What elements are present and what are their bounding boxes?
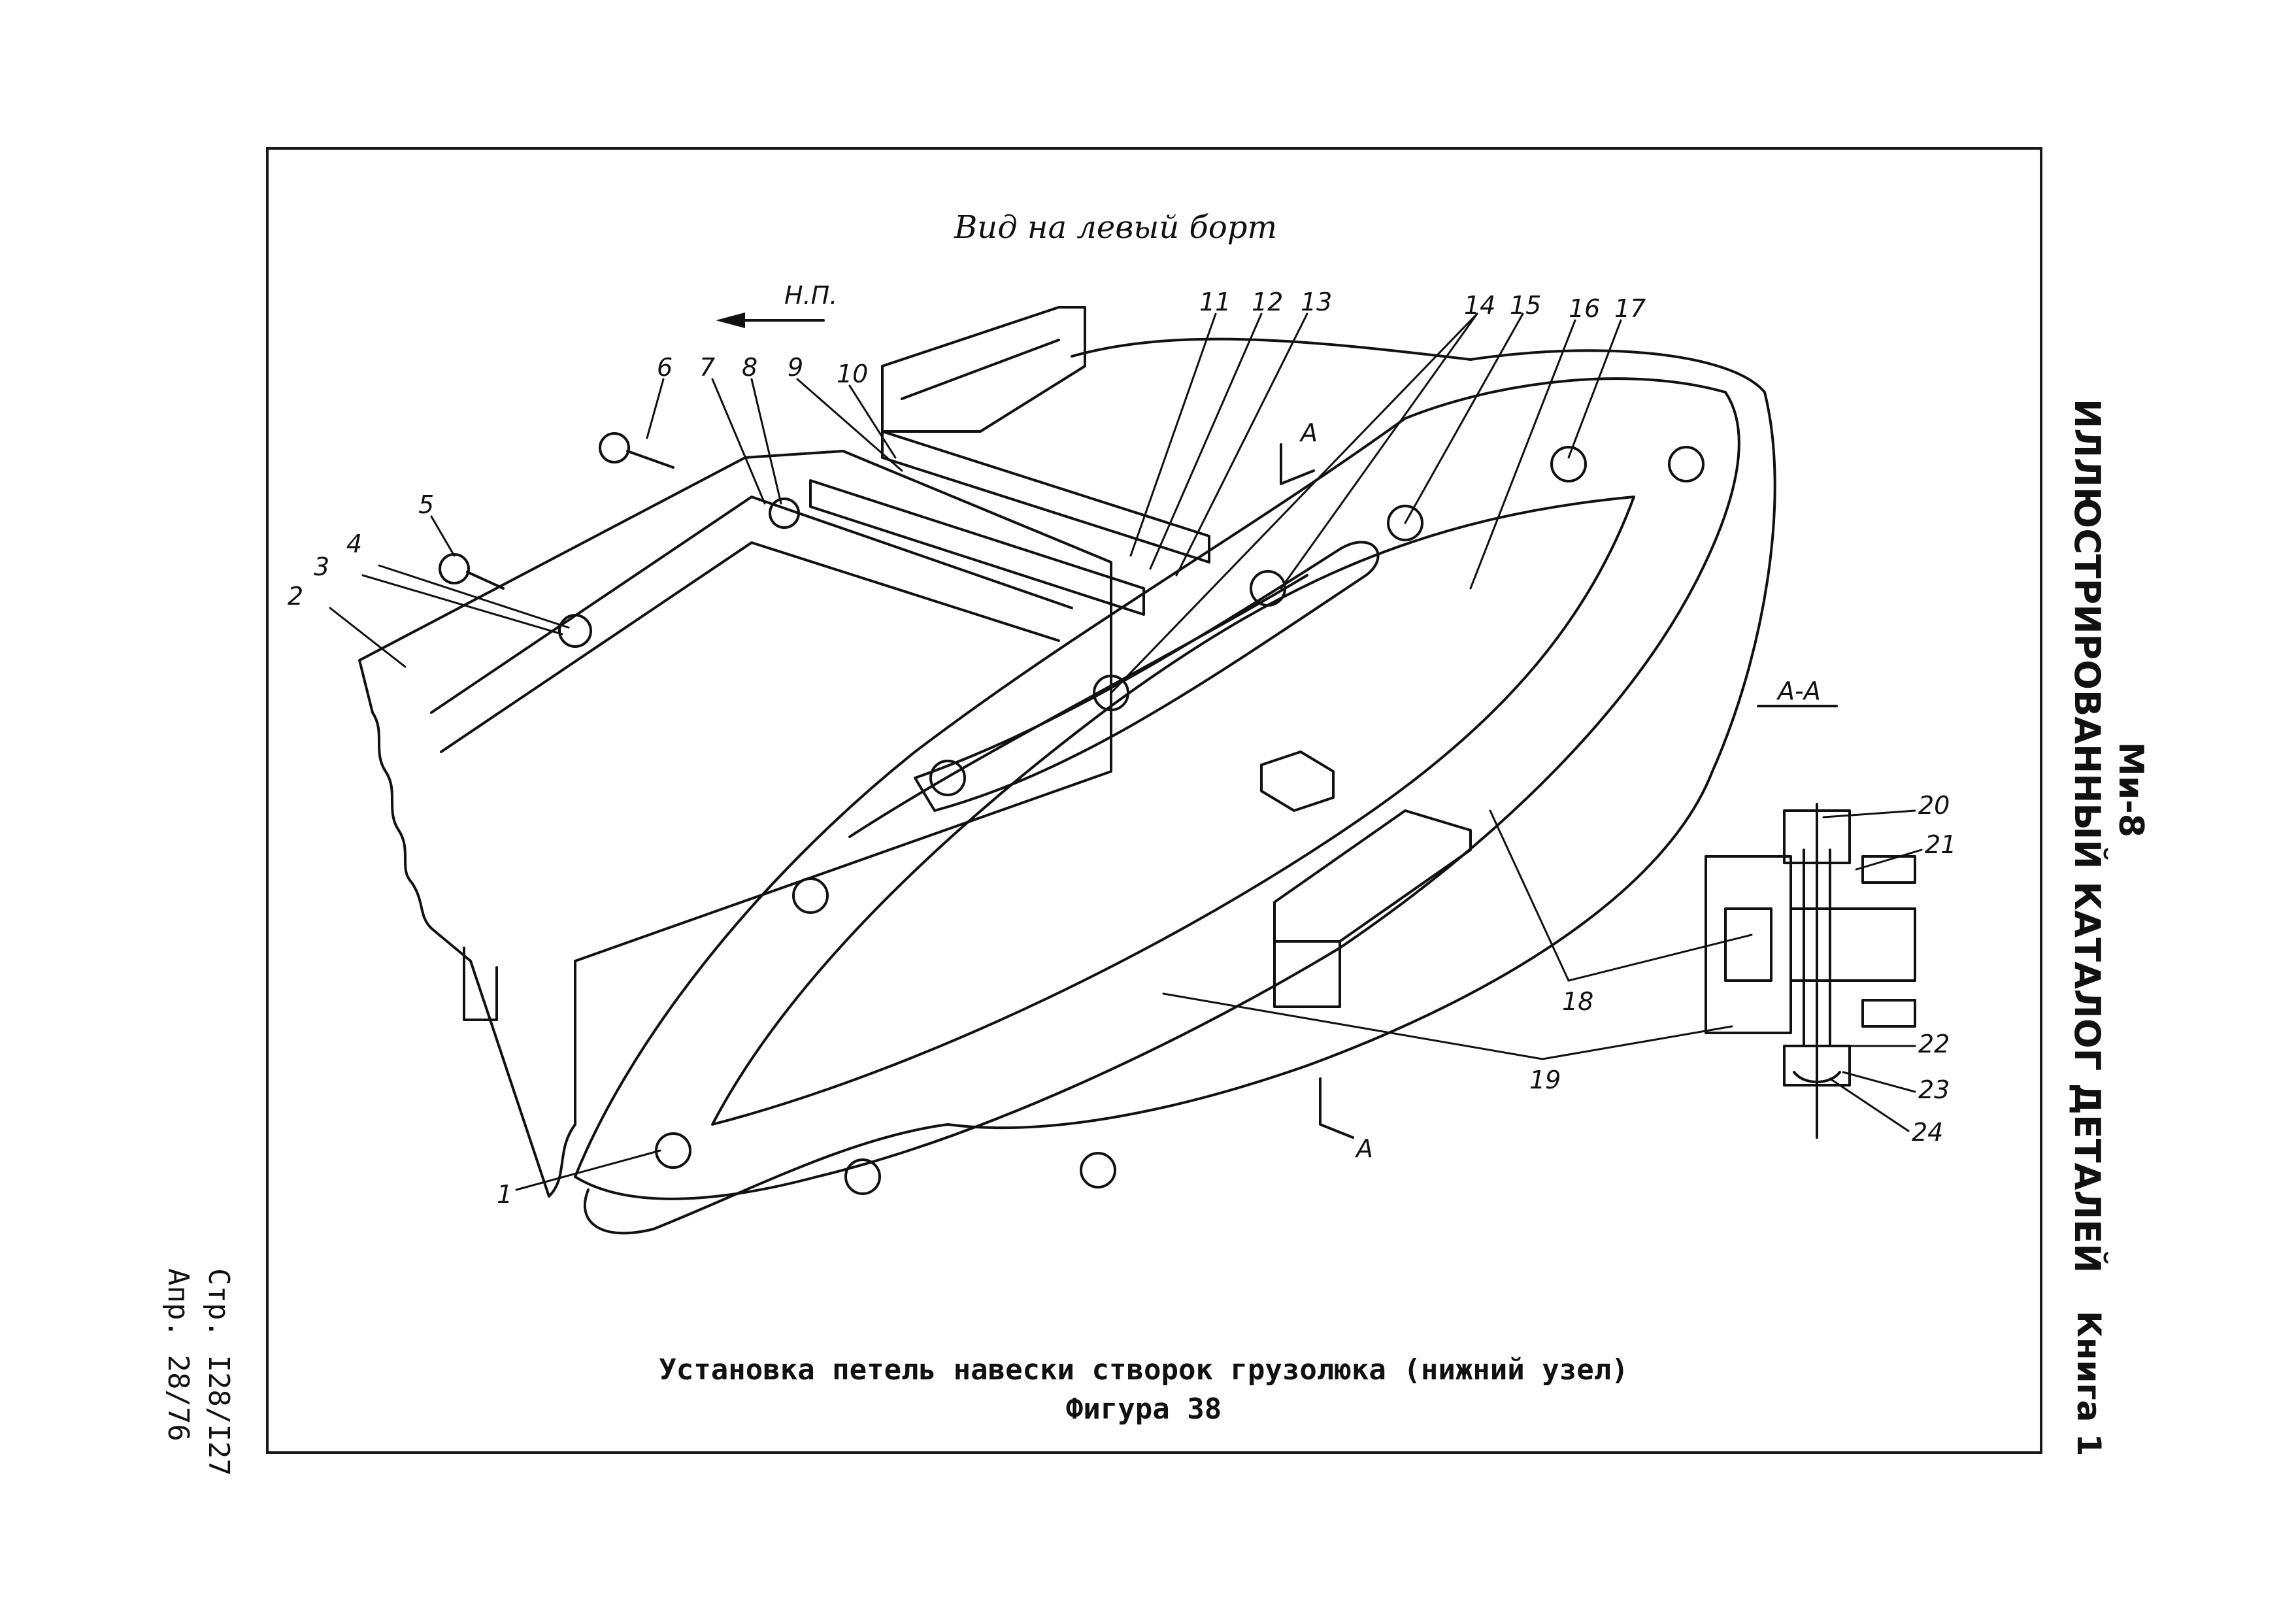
figure-caption: Установка петель навески створок грузолю… [659, 1353, 1629, 1387]
nut-3 [558, 614, 592, 648]
screw-5 [439, 553, 505, 590]
callout-14: 14 [1464, 291, 1495, 320]
view-title: Вид на левый борт [954, 209, 1277, 246]
leader-lines [329, 312, 1923, 1191]
callout-21: 21 [1925, 830, 1956, 859]
callout-7: 7 [699, 353, 715, 382]
frame-web [358, 450, 1112, 1198]
section-marker-bottom [1319, 1077, 1354, 1139]
callout-11: 11 [1199, 288, 1231, 316]
hinge-fairing [574, 377, 1740, 1200]
callout-2: 2 [288, 582, 303, 611]
bracket-bolt [1260, 750, 1335, 812]
callout-12: 12 [1252, 288, 1283, 316]
callout-19: 19 [1529, 1066, 1561, 1094]
callout-9: 9 [788, 353, 803, 382]
callout-18: 18 [1562, 987, 1593, 1016]
callout-24: 24 [1912, 1118, 1943, 1147]
callout-10: 10 [837, 360, 868, 388]
callout-17: 17 [1614, 294, 1646, 323]
callout-23: 23 [1918, 1075, 1950, 1104]
section-title: А-А [1776, 677, 1821, 705]
hinge-link [914, 541, 1380, 812]
callout-4: 4 [346, 530, 362, 558]
rivets [655, 446, 1705, 1195]
section-arrow-bottom: А [1354, 1134, 1373, 1163]
fuselage-skin [584, 337, 1776, 1235]
callout-5: 5 [418, 490, 434, 519]
figure-frame [266, 147, 2042, 1454]
callout-20: 20 [1918, 791, 1950, 820]
callout-labels: 1 2 3 4 5 6 7 8 9 10 11 12 13 14 15 16 1… [288, 281, 1956, 1209]
hinge-bracket [1273, 809, 1472, 943]
callout-16: 16 [1569, 294, 1600, 323]
callout-3: 3 [314, 552, 329, 581]
section-detail [1705, 705, 1916, 1139]
callout-13: 13 [1301, 288, 1332, 316]
figure-number: Фигура 38 [1065, 1392, 1222, 1426]
callout-15: 15 [1510, 291, 1541, 320]
section-arrow-top: А [1299, 418, 1318, 447]
callout-22: 22 [1918, 1030, 1950, 1058]
callout-8: 8 [742, 353, 757, 382]
callout-1: 1 [497, 1180, 512, 1209]
screw-6 [599, 432, 674, 469]
section-marker-top [1280, 443, 1315, 485]
callout-6: 6 [657, 353, 673, 382]
nut-8 [769, 497, 800, 529]
direction-label: Н.П. [784, 281, 837, 310]
